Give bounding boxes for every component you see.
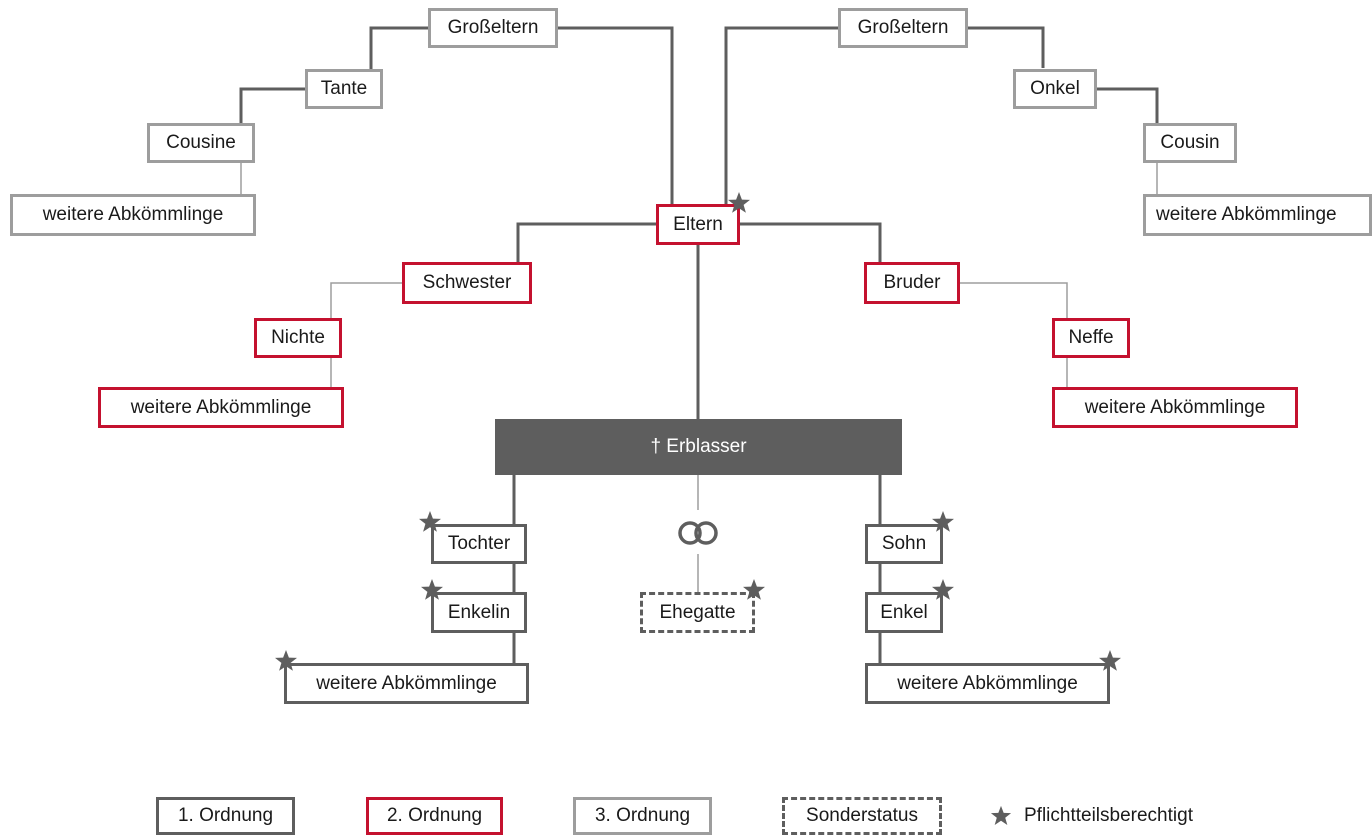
left-grandparents-node: Großeltern: [428, 8, 558, 48]
star-icon: [275, 650, 297, 671]
nephew-node: Neffe: [1052, 318, 1130, 358]
star-icon: [743, 579, 765, 600]
right-cousin-descendants-node: weitere Abkömmlinge: [1143, 194, 1372, 236]
spouse-node: Ehegatte: [640, 592, 755, 633]
star-icon: [1099, 650, 1121, 671]
right-grandparents-node: Großeltern: [838, 8, 968, 48]
legend-compulsory-share: Pflichtteilsberechtigt: [1024, 805, 1193, 826]
legend-special-status: Sonderstatus: [782, 797, 942, 835]
nephew-descendants-node: weitere Abkömmlinge: [1052, 387, 1298, 428]
grandson-node: Enkel: [865, 592, 943, 633]
star-icon: [932, 511, 954, 532]
male-cousin-node: Cousin: [1143, 123, 1237, 163]
star-icon: [419, 511, 441, 532]
uncle-node: Onkel: [1013, 69, 1097, 109]
star-icon: [990, 805, 1012, 825]
left-cousin-descendants-node: weitere Abkömmlinge: [10, 194, 256, 236]
aunt-node: Tante: [305, 69, 383, 109]
star-icon: [932, 579, 954, 600]
niece-node: Nichte: [254, 318, 342, 358]
legend-first-order: 1. Ordnung: [156, 797, 295, 835]
star-icon: [421, 579, 443, 600]
niece-descendants-node: weitere Abkömmlinge: [98, 387, 344, 428]
son-node: Sohn: [865, 524, 943, 564]
wedding-rings-icon: [678, 521, 718, 545]
female-cousin-node: Cousine: [147, 123, 255, 163]
daughter-descendants-node: weitere Abkömmlinge: [284, 663, 529, 704]
legend-third-order: 3. Ordnung: [573, 797, 712, 835]
daughter-node: Tochter: [431, 524, 527, 564]
brother-node: Bruder: [864, 262, 960, 304]
parents-node: Eltern: [656, 204, 740, 245]
son-descendants-node: weitere Abkömmlinge: [865, 663, 1110, 704]
legend-second-order: 2. Ordnung: [366, 797, 503, 835]
decedent-box: † Erblasser: [495, 419, 902, 475]
star-icon: [728, 192, 750, 213]
sister-node: Schwester: [402, 262, 532, 304]
granddaughter-node: Enkelin: [431, 592, 527, 633]
